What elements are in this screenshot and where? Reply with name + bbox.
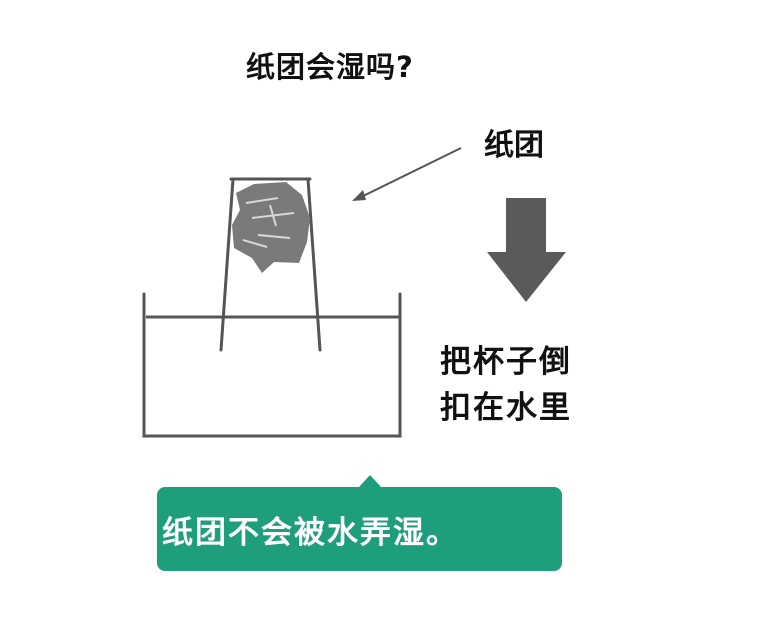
instruction-line-1: 把杯子倒 bbox=[440, 344, 572, 380]
paper-ball-label: 纸团 bbox=[484, 128, 544, 163]
down-arrow-icon bbox=[487, 198, 566, 302]
water-container bbox=[142, 292, 402, 438]
result-bubble-tail bbox=[358, 475, 382, 488]
paper-ball bbox=[232, 182, 310, 273]
result-text: 纸团不会被水弄湿。 bbox=[162, 515, 459, 551]
pointer-arrow bbox=[352, 147, 462, 201]
diagram-title: 纸团会湿吗? bbox=[246, 50, 414, 84]
result-bubble bbox=[157, 487, 562, 571]
inverted-cup bbox=[219, 177, 322, 352]
instruction-line-2: 扣在水里 bbox=[440, 390, 572, 426]
